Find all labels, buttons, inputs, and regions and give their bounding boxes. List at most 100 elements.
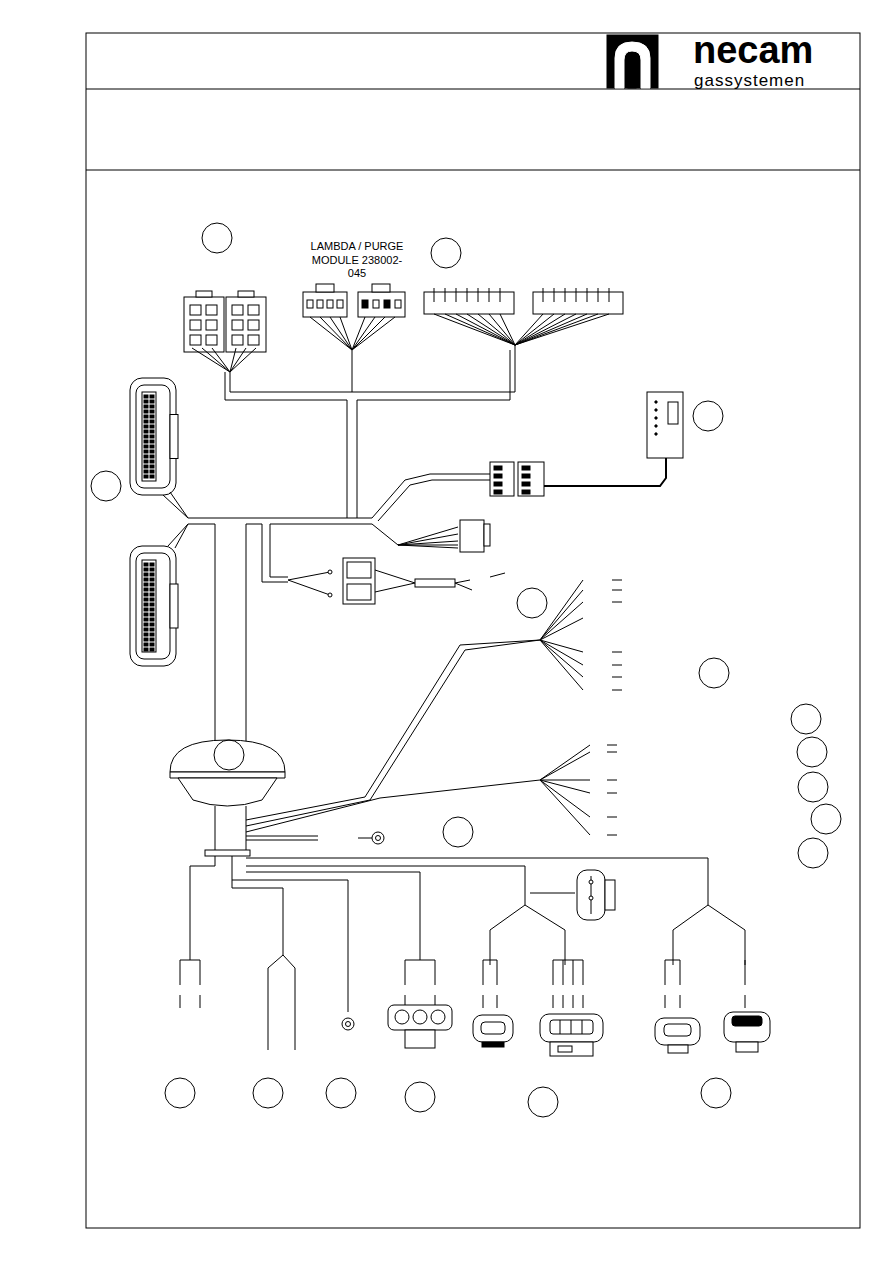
wire [540, 780, 590, 781]
wire-bundle [246, 780, 540, 832]
pin [144, 568, 148, 571]
relay-connector [184, 297, 224, 352]
module-heading: LAMBDA / PURGE MODULE 238002-045 [302, 240, 412, 281]
relay-connector [226, 297, 266, 352]
logo-mark [607, 35, 658, 88]
callout-circle [699, 658, 729, 688]
wire [358, 838, 372, 839]
cavity [589, 880, 593, 884]
connector-pin [478, 288, 479, 302]
callout-circle [517, 588, 547, 618]
wire-bundle [175, 524, 188, 548]
callout-circle [811, 804, 841, 834]
pin [144, 430, 148, 433]
fuse [347, 584, 371, 600]
pin [144, 425, 148, 428]
wire-bundle [188, 524, 215, 525]
brand-name: necam [693, 29, 813, 72]
switch-lever [668, 402, 678, 424]
connector-cavity [248, 335, 259, 345]
ring-hole [346, 1022, 351, 1027]
wire [540, 780, 590, 817]
wire [435, 960, 436, 985]
ecu-latch [170, 415, 178, 459]
pin [150, 613, 154, 616]
connector-cavity [232, 305, 243, 315]
wire [680, 960, 681, 985]
connector-pin [395, 300, 401, 308]
callout-circle [405, 1082, 435, 1112]
wire [398, 545, 458, 548]
wire [665, 960, 680, 961]
module-connector [303, 292, 347, 317]
wire [478, 314, 515, 345]
connector-cavity [248, 305, 259, 315]
ecu-connector [130, 378, 176, 495]
wire-bundle [230, 345, 515, 392]
wire [490, 905, 525, 965]
connector-cavity [190, 305, 201, 315]
wire-end-mark [607, 780, 617, 781]
wire [230, 348, 256, 372]
callout-circle [797, 737, 827, 767]
wire [288, 572, 330, 580]
wire-bundle [357, 350, 510, 400]
callout-circle [431, 238, 461, 268]
module-label: LAMBDA / PURGE MODULE 238002-045 [302, 240, 412, 281]
wire [445, 314, 515, 345]
pin [144, 400, 148, 403]
pin [150, 445, 154, 448]
two-pin-connector [655, 1018, 700, 1045]
callout-circle [214, 740, 244, 770]
connector-cavity [206, 305, 217, 315]
wire [530, 893, 575, 894]
ecu-connector-inner [136, 553, 170, 659]
wire-end-mark [612, 602, 622, 603]
grommet-rim [170, 772, 285, 778]
callout-circle [693, 401, 723, 431]
connector-pin [317, 300, 323, 308]
connector-pin [467, 288, 468, 302]
connector-base [736, 1042, 758, 1052]
brand-tagline: gassystemen [694, 71, 805, 91]
switch-dot [655, 409, 657, 411]
pin [144, 445, 148, 448]
cavity [413, 1010, 427, 1024]
wire [515, 314, 587, 345]
wire-bundle [163, 495, 188, 518]
connector-pin [337, 300, 343, 308]
wire [212, 348, 230, 372]
cavity-divider [571, 1020, 572, 1034]
pin [150, 643, 154, 646]
callout-circle [165, 1078, 195, 1108]
pin [144, 588, 148, 591]
connector-pin [576, 288, 577, 302]
pin [144, 633, 148, 636]
pin [144, 573, 148, 576]
wire-end-mark [612, 690, 622, 691]
callout-circle [798, 838, 828, 868]
switch-dot [655, 417, 657, 419]
wire [483, 960, 497, 961]
switch-dot [655, 433, 657, 435]
pin [150, 603, 154, 606]
terminal-pin [200, 995, 201, 1008]
wire [434, 314, 515, 345]
pin [150, 415, 154, 418]
side-connector [577, 870, 605, 920]
wire [540, 752, 590, 780]
logo-stem [628, 62, 636, 88]
connector-pin [609, 288, 610, 302]
cavity-divider [582, 1020, 583, 1034]
callout-circle [798, 772, 828, 802]
connector-latch [482, 1042, 504, 1047]
connector-tab [372, 284, 390, 292]
wire-bundle [270, 524, 372, 525]
connector-pin [489, 288, 490, 302]
wire [745, 960, 746, 985]
connector-cavity [190, 320, 201, 330]
pin [144, 440, 148, 443]
wire [398, 527, 458, 545]
connector-pin [554, 288, 555, 302]
